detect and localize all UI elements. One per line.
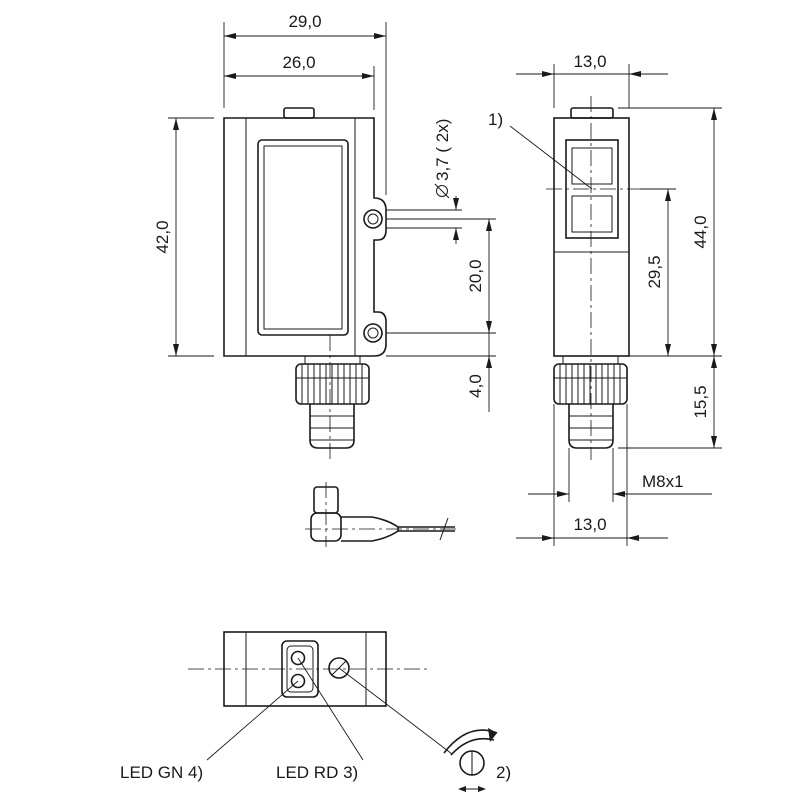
callout-led-red: LED RD 3) — [276, 763, 358, 782]
dim-side-height-optics: 29,5 — [645, 255, 664, 288]
dim-side-width-top: 13,0 — [573, 52, 606, 71]
mounting-hole-upper-inner — [367, 213, 379, 225]
dim-height-housing: 42,0 — [153, 220, 172, 253]
side-dimensions — [516, 64, 722, 546]
led-green — [290, 673, 306, 689]
side-optics-window-upper — [571, 147, 613, 185]
led-window-inner — [286, 645, 314, 693]
side-optics-window-lower — [571, 195, 613, 233]
dim-hole-diameter: 3,7 ( 2x) — [433, 119, 452, 181]
side-thread — [568, 404, 614, 449]
potentiometer — [328, 657, 350, 679]
front-lens-window — [257, 139, 349, 336]
rotation-arrow-icon — [443, 728, 498, 792]
side-nut-knurl — [554, 364, 627, 404]
mounting-hole-lower-inner — [367, 327, 379, 339]
diameter-icon — [434, 183, 450, 199]
dim-hole-spacing: 20,0 — [466, 259, 485, 292]
side-view — [509, 96, 640, 460]
front-top-tab — [283, 107, 315, 119]
front-dimensions — [168, 22, 496, 412]
dim-side-height-overall: 44,0 — [691, 215, 710, 248]
dim-connector-length: 15,5 — [691, 385, 710, 418]
side-dimension-labels: 13,0 1) 44,0 29,5 15,5 M8x1 13,0 — [488, 52, 710, 534]
led-window — [281, 640, 319, 698]
mounting-hole-lower — [363, 323, 383, 343]
potentiometer-leader — [338, 667, 453, 755]
dim-hole-offset: 4,0 — [466, 374, 485, 398]
front-dimension-labels: 29,0 26,0 42,0 3,7 ( 2x) 20,0 4,0 — [153, 12, 485, 398]
callout-led-green: LED GN 4) — [120, 763, 203, 782]
top-view — [188, 631, 453, 761]
angled-cable-connector — [305, 482, 458, 547]
front-view — [223, 107, 387, 460]
top-view-labels: LED GN 4) LED RD 3) 2) — [120, 763, 511, 782]
front-lens-inner — [263, 145, 343, 330]
callout-optics-leader — [509, 125, 593, 190]
dim-width-housing: 26,0 — [282, 53, 315, 72]
mounting-hole-upper — [363, 209, 383, 229]
front-nut-knurl — [296, 364, 369, 404]
front-thread — [309, 404, 355, 449]
side-top-tab — [570, 107, 614, 119]
callout-potentiometer: 2) — [496, 763, 511, 782]
led-green-leader — [206, 680, 299, 761]
dim-width-overall: 29,0 — [288, 12, 321, 31]
led-red — [290, 650, 306, 666]
dim-hole-diameter-group: 3,7 ( 2x) — [433, 119, 452, 199]
led-red-leader — [297, 657, 364, 761]
dim-side-width-bottom: 13,0 — [573, 515, 606, 534]
callout-optics-label: 1) — [488, 110, 503, 129]
front-housing-outline — [223, 117, 387, 357]
dim-thread: M8x1 — [642, 472, 684, 491]
